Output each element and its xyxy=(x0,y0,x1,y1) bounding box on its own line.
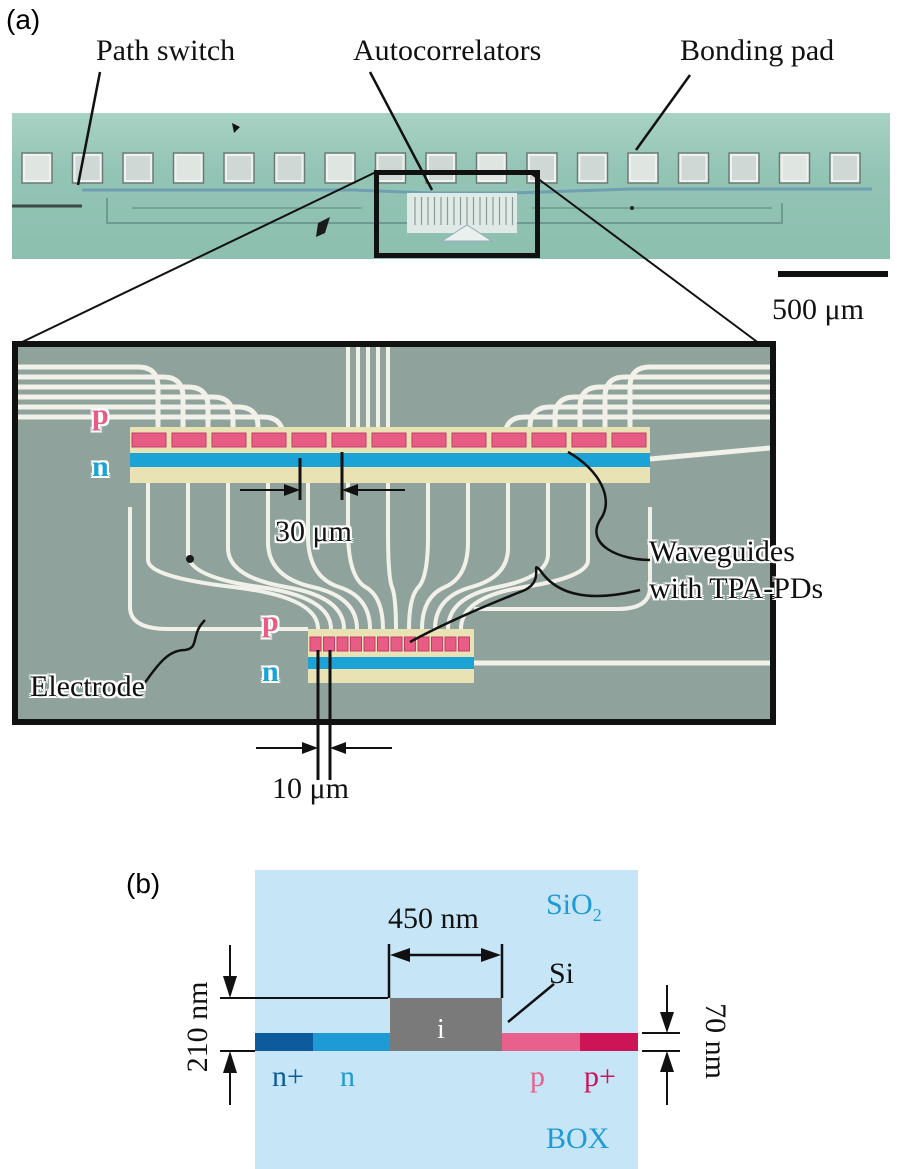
lower-p-contact xyxy=(377,636,389,652)
upper-n-tag: n xyxy=(92,450,109,483)
path-switch-label: Path switch xyxy=(96,34,236,67)
electrode-trace xyxy=(18,404,261,428)
upper-p-contact xyxy=(171,432,207,448)
height-label: 210 nm xyxy=(181,981,214,1073)
p-label: p xyxy=(530,1060,545,1093)
lower-p-contact xyxy=(363,636,376,652)
autocorrelator-array xyxy=(407,193,517,233)
electrode-trace xyxy=(527,404,770,428)
panel-a-label: (a) xyxy=(6,4,41,35)
upper-p-contact xyxy=(371,432,407,448)
sio2-text: SiO xyxy=(546,888,593,921)
lower-p-contact xyxy=(323,636,335,652)
waveguides-label-line1: Waveguides xyxy=(649,535,795,568)
upper-p-contact xyxy=(211,432,247,448)
p-plus-region xyxy=(580,1033,638,1051)
zoomed-micrograph xyxy=(12,341,776,725)
pd-electrode-trace xyxy=(266,483,359,630)
upper-p-contact xyxy=(291,432,327,448)
sio2-label: SiO2 xyxy=(546,888,602,926)
lower-n-stripe xyxy=(308,657,474,669)
n-plus-label: n+ xyxy=(272,1060,304,1093)
pd-electrode-trace xyxy=(146,483,320,630)
pd-electrode-trace xyxy=(346,483,385,630)
upper-p-tag: p xyxy=(92,398,109,431)
lower-p-contact xyxy=(431,636,443,652)
pd-electrode-trace xyxy=(306,483,372,630)
n-plus-region xyxy=(255,1033,313,1051)
pd-electrode-trace xyxy=(386,483,398,630)
zoom-region-box xyxy=(374,170,540,258)
waveguides-label-line2: with TPA-PDs xyxy=(649,572,824,605)
upper-n-stripe xyxy=(130,453,650,467)
electrode-trace xyxy=(18,394,236,427)
upper-p-contact xyxy=(611,432,647,448)
autocorrelators-label: Autocorrelators xyxy=(353,34,542,67)
lower-p-contact xyxy=(390,636,403,652)
lower-n-tag: n xyxy=(262,655,279,688)
lower-p-contact xyxy=(309,636,322,652)
pd-electrode-trace xyxy=(226,483,346,630)
pd-electrode-trace xyxy=(186,483,333,630)
bonding-pad-label: Bonding pad xyxy=(680,34,835,67)
lower-p-contact xyxy=(336,636,349,652)
slab-thickness-label: 70 nm xyxy=(699,1003,732,1079)
electrode-label: Electrode xyxy=(30,670,145,703)
lower-p-tag: p xyxy=(262,605,279,638)
upper-p-contact xyxy=(571,432,607,448)
lower-p-contact xyxy=(350,636,362,652)
upper-p-contact xyxy=(131,432,167,448)
lower-p-contact xyxy=(444,636,457,652)
upper-p-contact xyxy=(331,432,367,448)
scale-bar xyxy=(778,271,888,277)
intrinsic-label: i xyxy=(437,1014,445,1045)
electrode-trace xyxy=(552,394,770,427)
upper-p-contact xyxy=(531,432,567,448)
lower-p-contact xyxy=(458,636,470,652)
p-region xyxy=(502,1033,580,1051)
width-label: 450 nm xyxy=(388,902,479,935)
panel-b-label: (b) xyxy=(126,868,161,899)
n-label: n xyxy=(340,1060,355,1093)
p-plus-label: p+ xyxy=(584,1060,616,1093)
si-label: Si xyxy=(549,957,575,990)
upper-p-contact xyxy=(411,432,447,448)
upper-p-contact xyxy=(451,432,487,448)
zoom-layout xyxy=(18,347,770,683)
sio2-subscript: 2 xyxy=(592,905,602,925)
box-label: BOX xyxy=(546,1122,610,1155)
upper-p-contact xyxy=(251,432,287,448)
lower-p-contact xyxy=(404,636,416,652)
n-region xyxy=(313,1033,390,1051)
pitch-30-label: 30 μm xyxy=(275,515,352,548)
upper-p-contact xyxy=(491,432,527,448)
si-rib xyxy=(390,998,502,1051)
pitch-10-label: 10 μm xyxy=(272,772,349,805)
lower-p-contact xyxy=(417,636,430,652)
scale-bar-label: 500 μm xyxy=(772,293,864,326)
